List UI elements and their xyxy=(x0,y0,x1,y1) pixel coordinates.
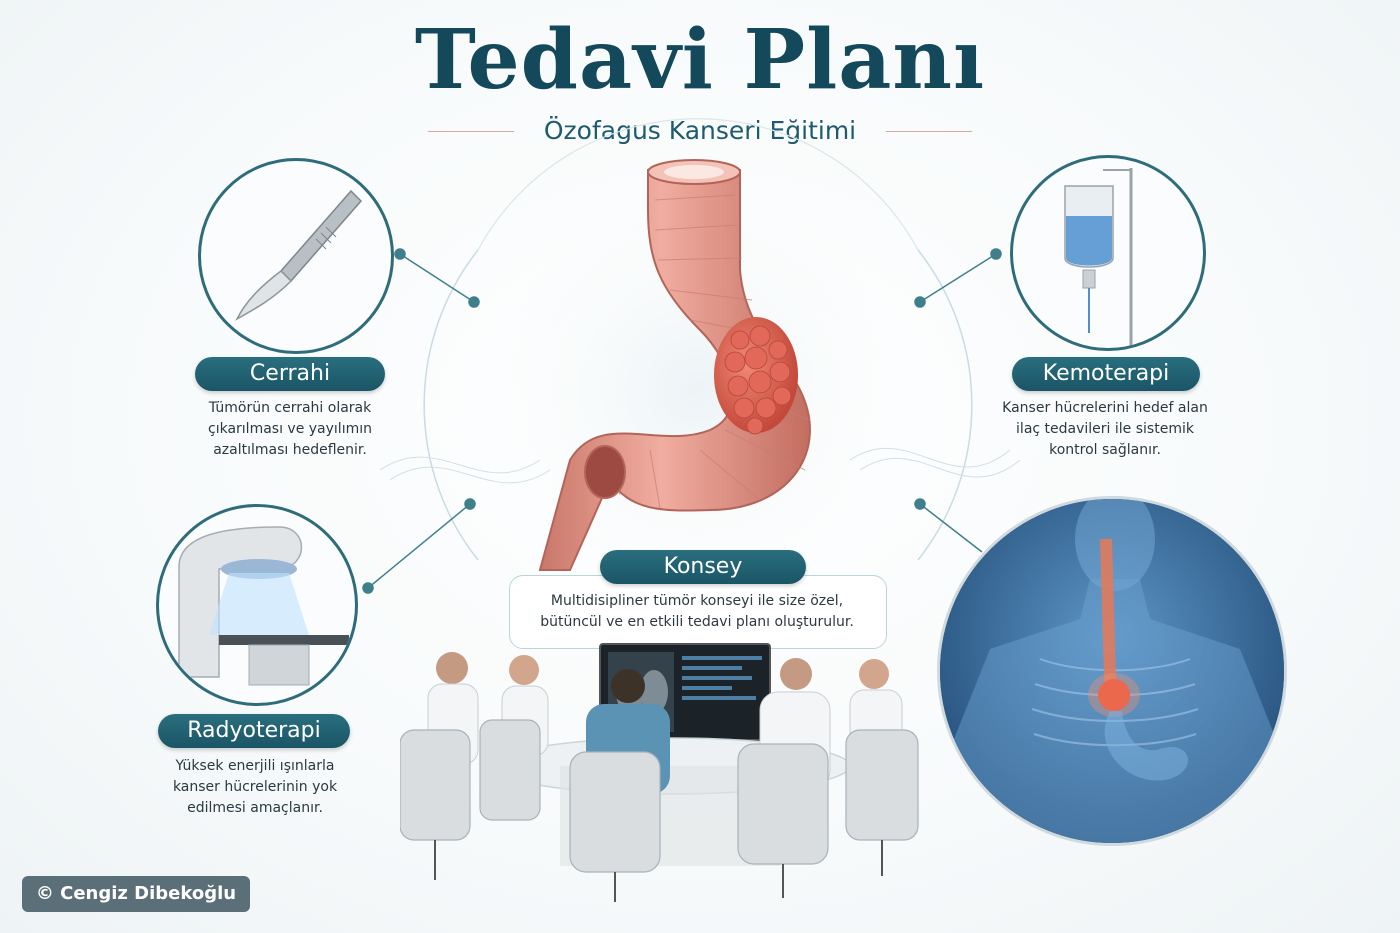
connector-kemoterapi xyxy=(919,253,997,303)
cerrahi-desc-line: azaltılması hedeflenir. xyxy=(213,442,367,458)
xray-torso-icon xyxy=(940,499,1284,843)
radyoterapi-image-circle xyxy=(156,504,358,706)
kemoterapi-desc-line: kontrol sağlanır. xyxy=(1049,442,1161,458)
radyoterapi-desc-line: kanser hücrelerinin yok xyxy=(172,779,338,795)
chairs xyxy=(400,719,919,873)
orbit-arc-top xyxy=(477,118,919,251)
subtitle-rule-left xyxy=(428,131,514,132)
orbit-arc-left xyxy=(423,249,479,561)
kemoterapi-label: Kemoterapi xyxy=(1012,357,1200,391)
cerrahi-desc-line: çıkarılması ve yayılımın xyxy=(208,421,372,437)
kemoterapi-desc-line: Kanser hücrelerini hedef alan xyxy=(1002,400,1208,416)
cerrahi-image-circle xyxy=(198,158,394,354)
cerrahi-description: Tümörün cerrahi olarak çıkarılması ve ya… xyxy=(170,398,410,461)
kemoterapi-image-circle xyxy=(1010,155,1206,351)
cerrahi-desc-line: Tümörün cerrahi olarak xyxy=(208,400,372,416)
konsey-box xyxy=(509,575,887,649)
radyoterapi-label: Radyoterapi xyxy=(158,714,350,748)
tumor-mass xyxy=(714,317,798,435)
konsey-desc-line: Multidisipliner tümör konseyi ile size ö… xyxy=(550,593,844,609)
esophagus-lumen xyxy=(664,165,724,179)
kemoterapi-description: Kanser hücrelerini hedef alan ilaç tedav… xyxy=(980,398,1230,461)
page-title: Tedavi Planı xyxy=(414,12,986,108)
esophagus-stomach-illustration xyxy=(538,159,811,571)
kemoterapi-desc-line: ilaç tedavileri ile sistemik xyxy=(1016,421,1194,437)
connector-radyoterapi xyxy=(367,503,471,589)
tumor-board-meeting-icon xyxy=(400,643,919,902)
connector-cerrahi xyxy=(399,253,475,303)
iv-drip-icon xyxy=(1064,168,1133,348)
konsey-desc-line: bütüncül ve en etkili tedavi planı oluşt… xyxy=(540,614,854,630)
anatomy-xray-circle xyxy=(937,496,1287,846)
copyright-badge: © Cengiz Dibekoğlu xyxy=(22,876,250,912)
konsey-label: Konsey xyxy=(600,550,806,584)
radyoterapi-desc-line: edilmesi amaçlanır. xyxy=(187,800,323,816)
konsey-description: Multidisipliner tümör konseyi ile size ö… xyxy=(509,591,885,633)
cerrahi-label: Cerrahi xyxy=(195,357,385,391)
linear-accelerator-icon xyxy=(178,526,349,686)
subtitle-rule-right xyxy=(886,131,972,132)
pylorus-opening xyxy=(584,445,626,499)
scalpel-icon xyxy=(235,189,363,321)
radyoterapi-desc-line: Yüksek enerjili ışınlarla xyxy=(175,758,335,774)
radyoterapi-description: Yüksek enerjili ışınlarla kanser hücrele… xyxy=(140,756,370,819)
